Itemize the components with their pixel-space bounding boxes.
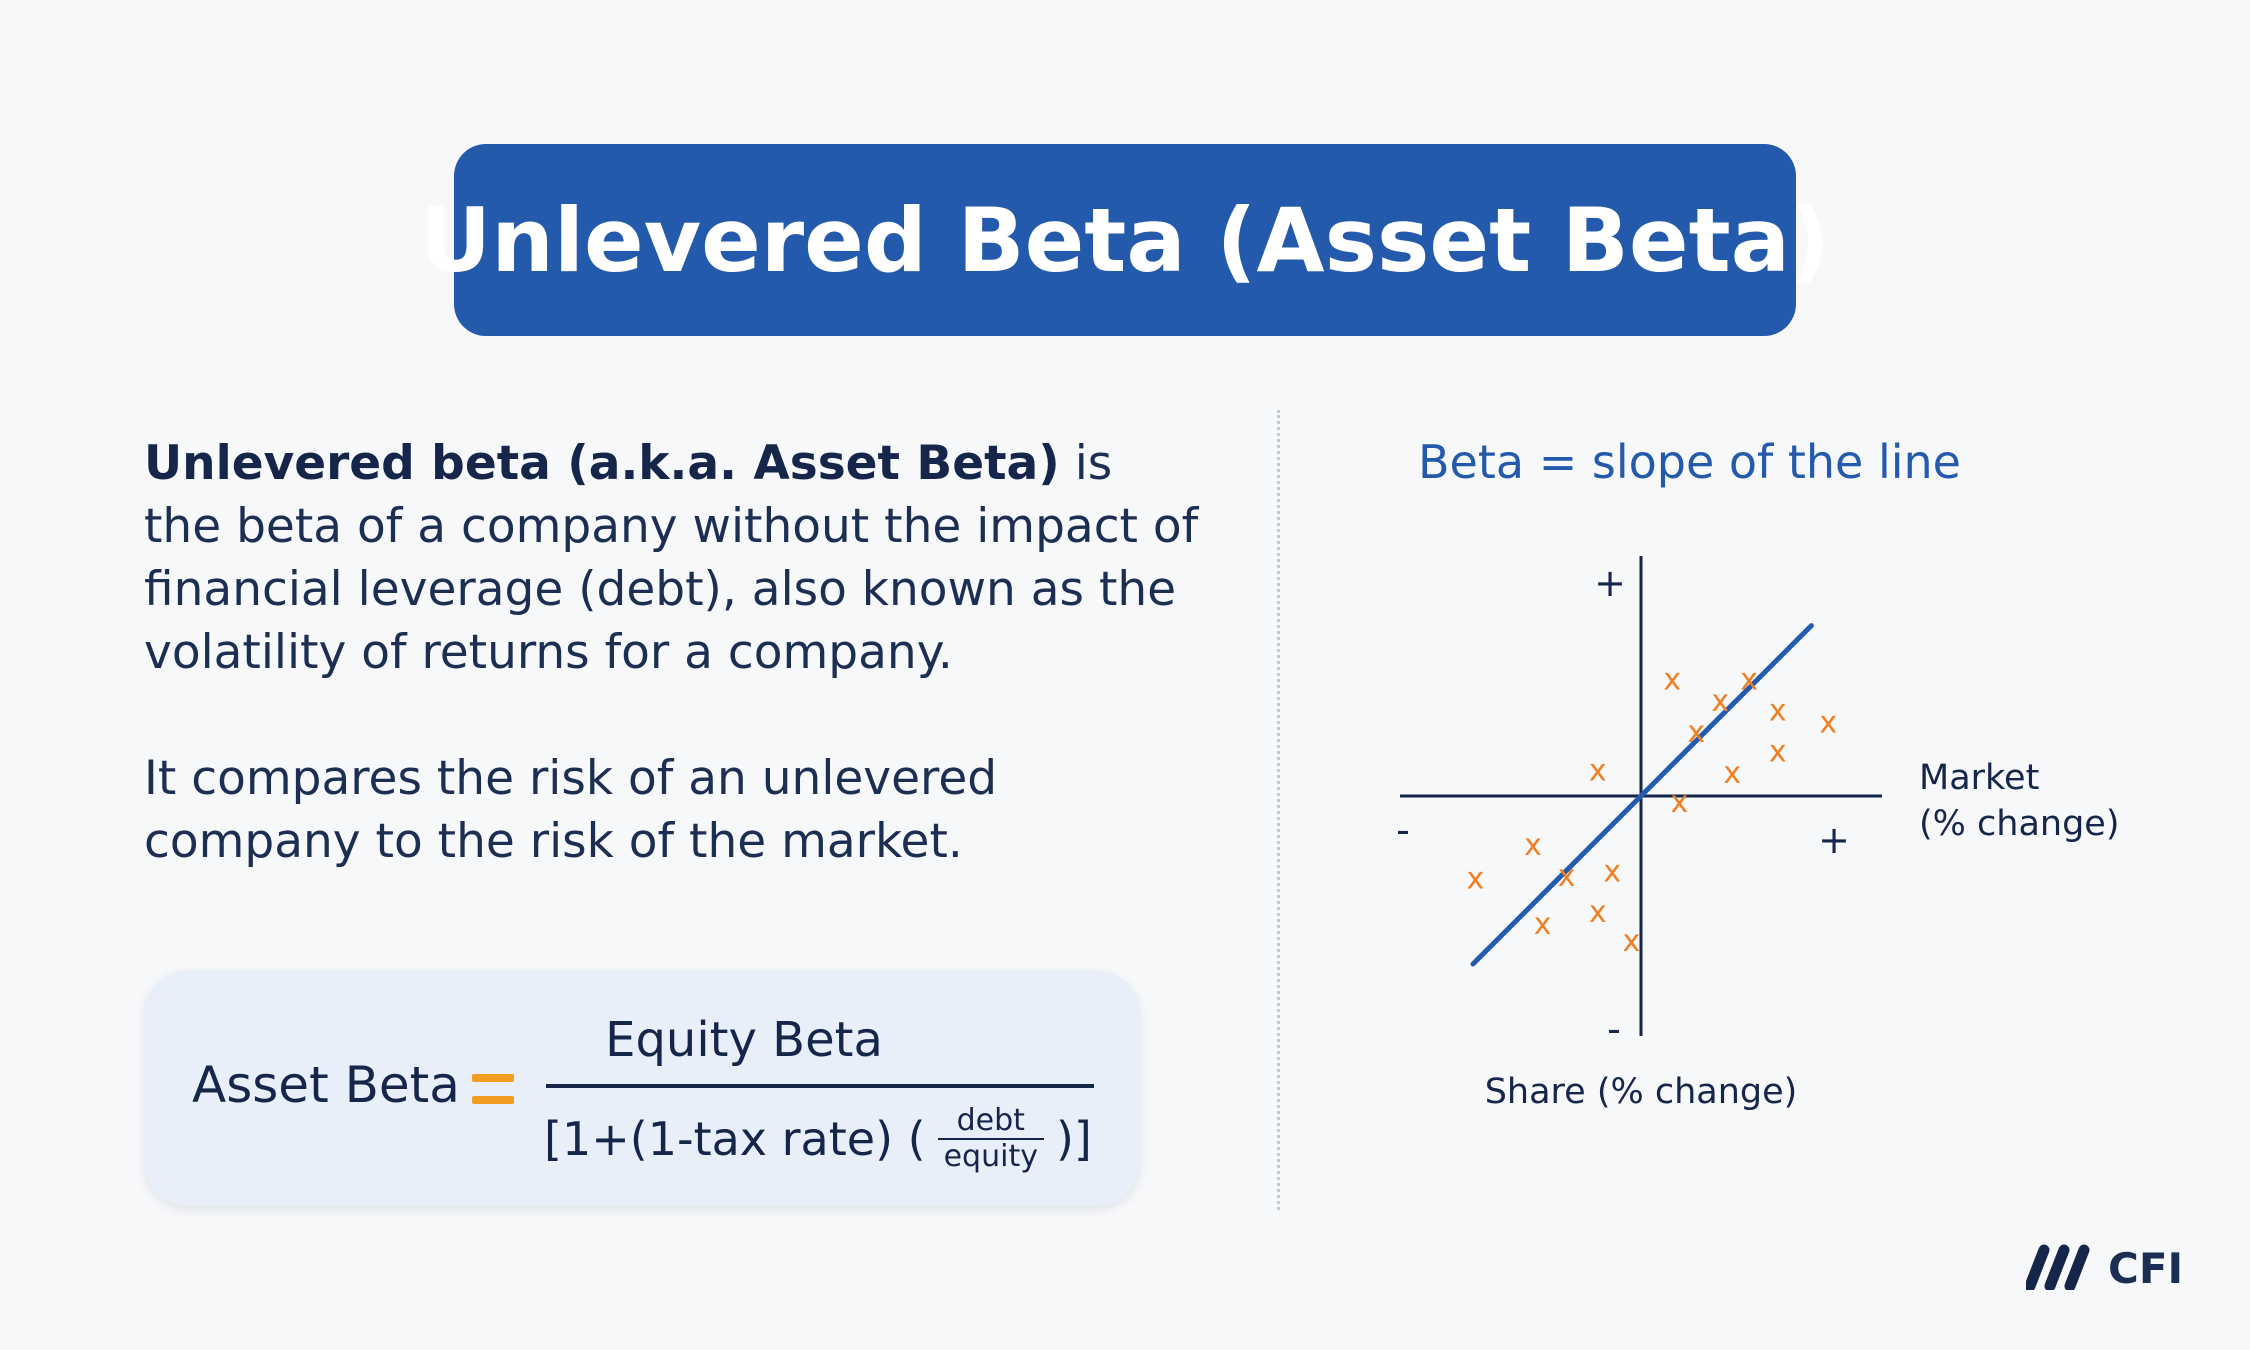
data-point-9: x <box>1671 785 1689 820</box>
y-axis-label: Share (% change) <box>1485 1072 1798 1112</box>
x-axis-label-line1: Market <box>1919 758 2039 798</box>
data-point-5: x <box>1687 715 1705 750</box>
ratio-numerator: debt <box>956 1103 1025 1138</box>
x-axis-negative-sign: - <box>1396 808 1410 852</box>
description-paragraph-2: It compares the risk of an unlevered com… <box>144 751 998 869</box>
data-point-3: x <box>1769 694 1787 729</box>
formula-numerator: Equity Beta <box>605 1012 883 1068</box>
formula-denominator-suffix: )] <box>1055 1112 1092 1166</box>
description-lead-rest: is the beta of a company without the imp… <box>144 436 1199 680</box>
debt-equity-ratio: debt equity <box>936 1104 1046 1174</box>
beta-fit-line <box>1470 623 1814 967</box>
formula-lhs: Asset Beta <box>192 1056 460 1114</box>
data-point-16: x <box>1623 924 1641 959</box>
x-axis-positive-sign: + <box>1818 818 1850 862</box>
formula-card: Asset Beta Equity Beta [1+(1-tax rate) (… <box>144 970 1140 1206</box>
data-point-6: x <box>1769 734 1787 769</box>
y-axis-negative-sign: - <box>1607 1007 1621 1051</box>
data-point-7: x <box>1723 756 1741 791</box>
description: Unlevered beta (a.k.a. Asset Beta) is th… <box>144 432 1204 873</box>
title-banner: Unlevered Beta (Asset Beta) <box>420 144 1830 336</box>
chart-title: Beta = slope of the line <box>1418 435 1961 489</box>
formula-denominator-prefix: [1+(1-tax rate) ( <box>544 1112 926 1166</box>
column-divider <box>1277 410 1280 1210</box>
cfi-logo-text: CFI <box>2108 1244 2184 1293</box>
data-point-12: x <box>1558 859 1576 894</box>
data-point-10: x <box>1524 828 1542 863</box>
data-point-1: x <box>1711 684 1729 719</box>
equals-icon <box>472 1074 514 1108</box>
data-point-8: x <box>1589 754 1607 789</box>
data-point-14: x <box>1534 907 1552 942</box>
data-point-13: x <box>1603 854 1621 889</box>
page-title: Unlevered Beta (Asset Beta) <box>419 188 1831 292</box>
formula-fraction-bar <box>546 1084 1094 1088</box>
data-point-4: x <box>1819 706 1837 741</box>
data-point-2: x <box>1740 662 1758 697</box>
data-point-11: x <box>1467 862 1485 897</box>
ratio-bar <box>937 1138 1044 1140</box>
data-point-15: x <box>1589 895 1607 930</box>
ratio-denominator: equity <box>943 1139 1038 1174</box>
description-lead: Unlevered beta (a.k.a. Asset Beta) <box>144 436 1060 491</box>
data-point-0: x <box>1663 662 1681 697</box>
description-paragraph-1: Unlevered beta (a.k.a. Asset Beta) is th… <box>144 432 1204 684</box>
x-axis-label-line2: (% change) <box>1919 804 2120 844</box>
formula-denominator: [1+(1-tax rate) ( debt equity )] <box>544 1104 1092 1174</box>
cfi-logo-icon <box>2026 1244 2090 1290</box>
y-axis-positive-sign: + <box>1594 561 1626 605</box>
